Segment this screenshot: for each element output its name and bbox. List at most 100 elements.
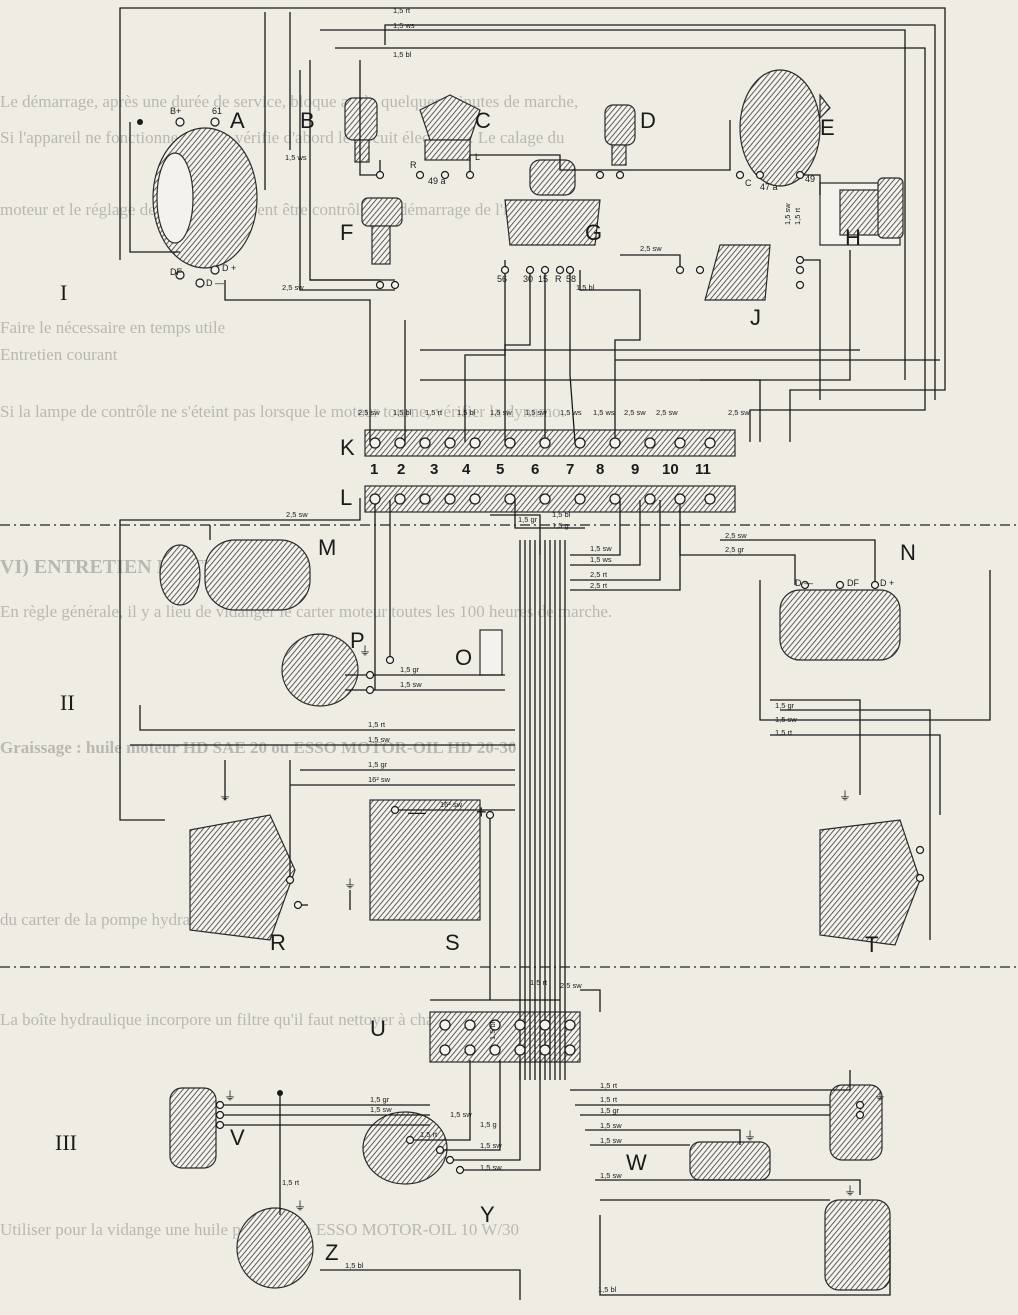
lamp-u-right-drawing: [829, 1084, 883, 1161]
wire-label: 1,5 gr: [518, 515, 538, 524]
component-label-v: V: [230, 1125, 245, 1150]
wire-label: 1,5 sw: [600, 1121, 622, 1130]
wire-label: 2,5 sw: [656, 408, 678, 417]
wire-label: 1,5 g: [552, 521, 569, 530]
wire-label: 2,5 sw: [624, 408, 646, 417]
wire-label: 2,5 sw: [640, 244, 662, 253]
terminal-mark: D —: [795, 578, 813, 588]
svg-text:⏚: ⏚: [219, 789, 231, 803]
terminal-mark: B+: [170, 106, 181, 116]
component-label-j: J: [750, 305, 761, 330]
svg-text:⏚: ⏚: [359, 644, 371, 658]
terminal-number: 11: [695, 461, 711, 478]
wire-label: 1,5 bl: [345, 1261, 364, 1270]
wire-label: 1,5 ws: [593, 408, 615, 417]
terminal-number: 6: [531, 461, 539, 478]
svg-text:⏚: ⏚: [344, 877, 356, 891]
fuse-j-drawing: [704, 244, 771, 301]
wire-label: 1,5 sw: [450, 1110, 472, 1119]
component-label-r: R: [270, 930, 286, 955]
wire-label: 1,5 sw: [490, 408, 512, 417]
terminal-mark: 47 a: [760, 182, 778, 192]
component-label-y: Y: [480, 1202, 495, 1227]
component-label-m: M: [318, 535, 336, 560]
section-label-iii: III: [55, 1130, 77, 1155]
terminal-mark: 58: [566, 274, 576, 284]
wire-label: 1,5 rt: [282, 1178, 300, 1187]
wire-label: 16² sw: [440, 800, 463, 809]
wire-label: 1,5 sw: [370, 1105, 392, 1114]
terminal-mark: 30: [523, 274, 533, 284]
terminal-mark: 49 a: [428, 176, 446, 186]
regulator-o-drawing: [479, 629, 503, 676]
terminal-mark: C: [745, 178, 752, 188]
component-label-s: S: [445, 930, 460, 955]
terminal-mark: 49: [805, 174, 815, 184]
svg-text:⏚: ⏚: [744, 1129, 756, 1143]
component-label-o: O: [455, 645, 472, 670]
background-text-line: Entretien courant: [0, 345, 118, 364]
wire-label: 1,5 rt: [600, 1081, 618, 1090]
ignition-g-drawing: [504, 159, 601, 246]
wire-label: 1,5 ws: [393, 21, 415, 30]
section-separators: [0, 524, 1018, 968]
component-letters: A B C D E F G H J K L M N O P R S T U V …: [230, 108, 916, 1265]
svg-text:⏚: ⏚: [844, 1184, 856, 1198]
section-label-ii: II: [60, 690, 75, 715]
background-text-line: Faire le nécessaire en temps utile: [0, 318, 226, 337]
terminal-mark: D +: [222, 263, 236, 273]
lamp-y-drawing: [362, 1111, 448, 1185]
terminal-mark: 61: [212, 106, 222, 116]
terminal-mark: R: [555, 274, 562, 284]
wire-label: 1,5 bl: [552, 510, 571, 519]
component-label-b: B: [300, 108, 315, 133]
wire-label: 1,5 rt: [393, 6, 411, 15]
wire-label: 1,5 sw: [480, 1141, 502, 1150]
wire-label: 2,5 sw: [560, 981, 582, 990]
terminal-mark: DF: [170, 267, 182, 277]
background-text-line: Si l'appareil ne fonctionne pas, on véri…: [0, 128, 565, 147]
wire-label: 1,5 bl: [393, 50, 412, 59]
headlight-r-drawing: [189, 814, 296, 941]
wire-label: 1,5 rt: [775, 728, 793, 737]
wire-label: 1,5 rt: [793, 207, 802, 225]
terminal-mark: R: [410, 160, 417, 170]
wire-label: 1,5 gr: [368, 760, 388, 769]
wire-label: 2,5 sw: [728, 408, 750, 417]
terminal-connectors: [175, 117, 925, 1175]
junction-dots: [137, 119, 283, 1096]
component-drawings: [152, 69, 921, 1291]
wire-label: 1,5 rt: [420, 1130, 438, 1139]
component-label-k: K: [340, 435, 355, 460]
wire-label: 1,5 g: [480, 1120, 497, 1129]
wire-label: 1,5 bl: [576, 283, 595, 292]
component-label-w: W: [626, 1150, 647, 1175]
wire-label: 1,5 bl: [457, 408, 476, 417]
wire-label: 1,5 sw: [775, 715, 797, 724]
terminal-mark: DF: [847, 578, 859, 588]
wire-label: 1,5 ws: [285, 153, 307, 162]
strip-k-terminals: [369, 437, 716, 449]
terminal-markings: B+ 61 DF D + D — R 49 a L C 47 a 49 56 3…: [170, 106, 894, 822]
terminal-number: 8: [596, 461, 604, 478]
wire-label: 1,5 gr: [775, 701, 795, 710]
terminal-block-u-terminals: [439, 1019, 576, 1056]
wire-label: 1,5 bl: [598, 1285, 617, 1294]
sensor-p-drawing: [281, 633, 359, 707]
lamp-bottom-right-drawing: [824, 1199, 891, 1291]
switch-f-drawing: [361, 197, 403, 265]
wire-label: 1,5 gr: [600, 1106, 620, 1115]
wire-label: 1,5 sw: [590, 544, 612, 553]
terminal-number: 3: [430, 461, 438, 478]
flasher-h-drawing: [819, 177, 904, 246]
terminal-mark: 15: [538, 274, 548, 284]
wire-label: 1,5 sw: [600, 1171, 622, 1180]
battery-s-drawing: [369, 799, 481, 921]
horn-e-drawing: [739, 69, 831, 187]
wire-label: 16² sw: [368, 775, 391, 784]
dynamo-n-drawing: [779, 589, 901, 661]
background-text-line: moteur et le réglage de la pompe doivent…: [0, 200, 583, 219]
terminal-mark: L: [475, 152, 480, 162]
wire-label: 2,5 sw: [286, 510, 308, 519]
component-label-g: G: [585, 220, 602, 245]
